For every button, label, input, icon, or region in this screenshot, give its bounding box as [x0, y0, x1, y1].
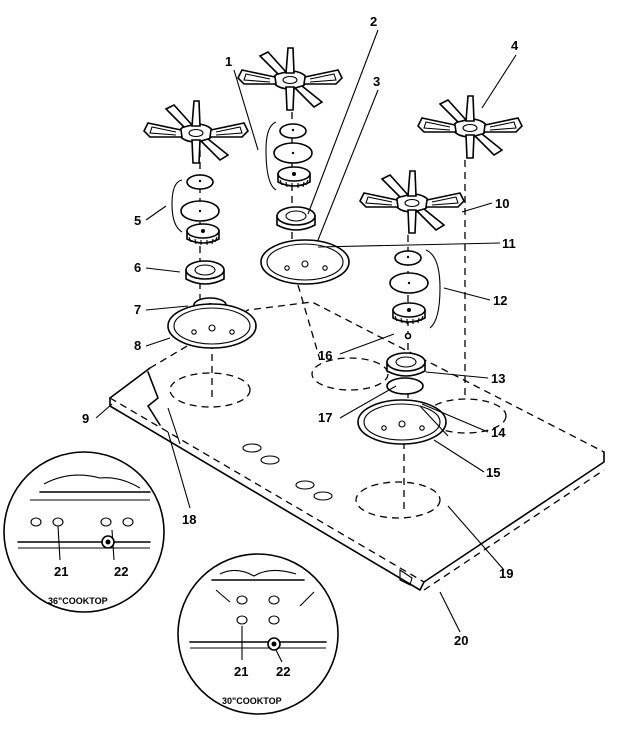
- callout-15: 15: [486, 465, 500, 480]
- callout-17: 17: [318, 410, 332, 425]
- callout-6: 6: [134, 260, 141, 275]
- callout-4: 4: [511, 38, 519, 53]
- inset-36-label-21: 21: [54, 564, 68, 579]
- callout-19: 19: [499, 566, 513, 581]
- rear-left-burner-stack: [237, 47, 350, 285]
- callout-7: 7: [134, 302, 141, 317]
- callout-18: 18: [182, 512, 196, 527]
- inset-30-label-21: 21: [234, 664, 248, 679]
- callout-2: 2: [370, 14, 377, 29]
- callout-1: 1: [225, 54, 232, 69]
- callout-11: 11: [502, 236, 516, 251]
- inset-36-label-22: 22: [114, 564, 128, 579]
- inset-30-label-22: 22: [276, 664, 290, 679]
- leader-lines: [95, 29, 517, 633]
- left-burner-stack: [143, 100, 257, 349]
- inset-30-caption: 30"COOKTOP: [222, 696, 282, 706]
- callout-12: 12: [493, 293, 507, 308]
- rear-right-grate: [417, 95, 523, 159]
- callout-10: 10: [495, 196, 509, 211]
- inset-36-caption: 36"COOKTOP: [48, 596, 108, 606]
- right-burner-stack: [357, 170, 465, 445]
- cooktop-body: [109, 301, 605, 591]
- assembly-center-lines: [199, 100, 466, 510]
- callout-14: 14: [491, 425, 506, 440]
- callout-13: 13: [491, 371, 505, 386]
- callout-5: 5: [134, 213, 141, 228]
- inset-30-cooktop: 21 22 30"COOKTOP: [177, 553, 339, 715]
- callout-8: 8: [134, 338, 141, 353]
- callout-9: 9: [82, 411, 89, 426]
- callout-16: 16: [318, 348, 332, 363]
- callout-labels: 1 2 3 4 5 6 7 8 9 10 11 12 13 14 15 16 1…: [82, 14, 519, 648]
- callout-3: 3: [373, 74, 380, 89]
- inset-36-cooktop: 21 22 36"COOKTOP: [3, 451, 165, 613]
- callout-20: 20: [454, 633, 468, 648]
